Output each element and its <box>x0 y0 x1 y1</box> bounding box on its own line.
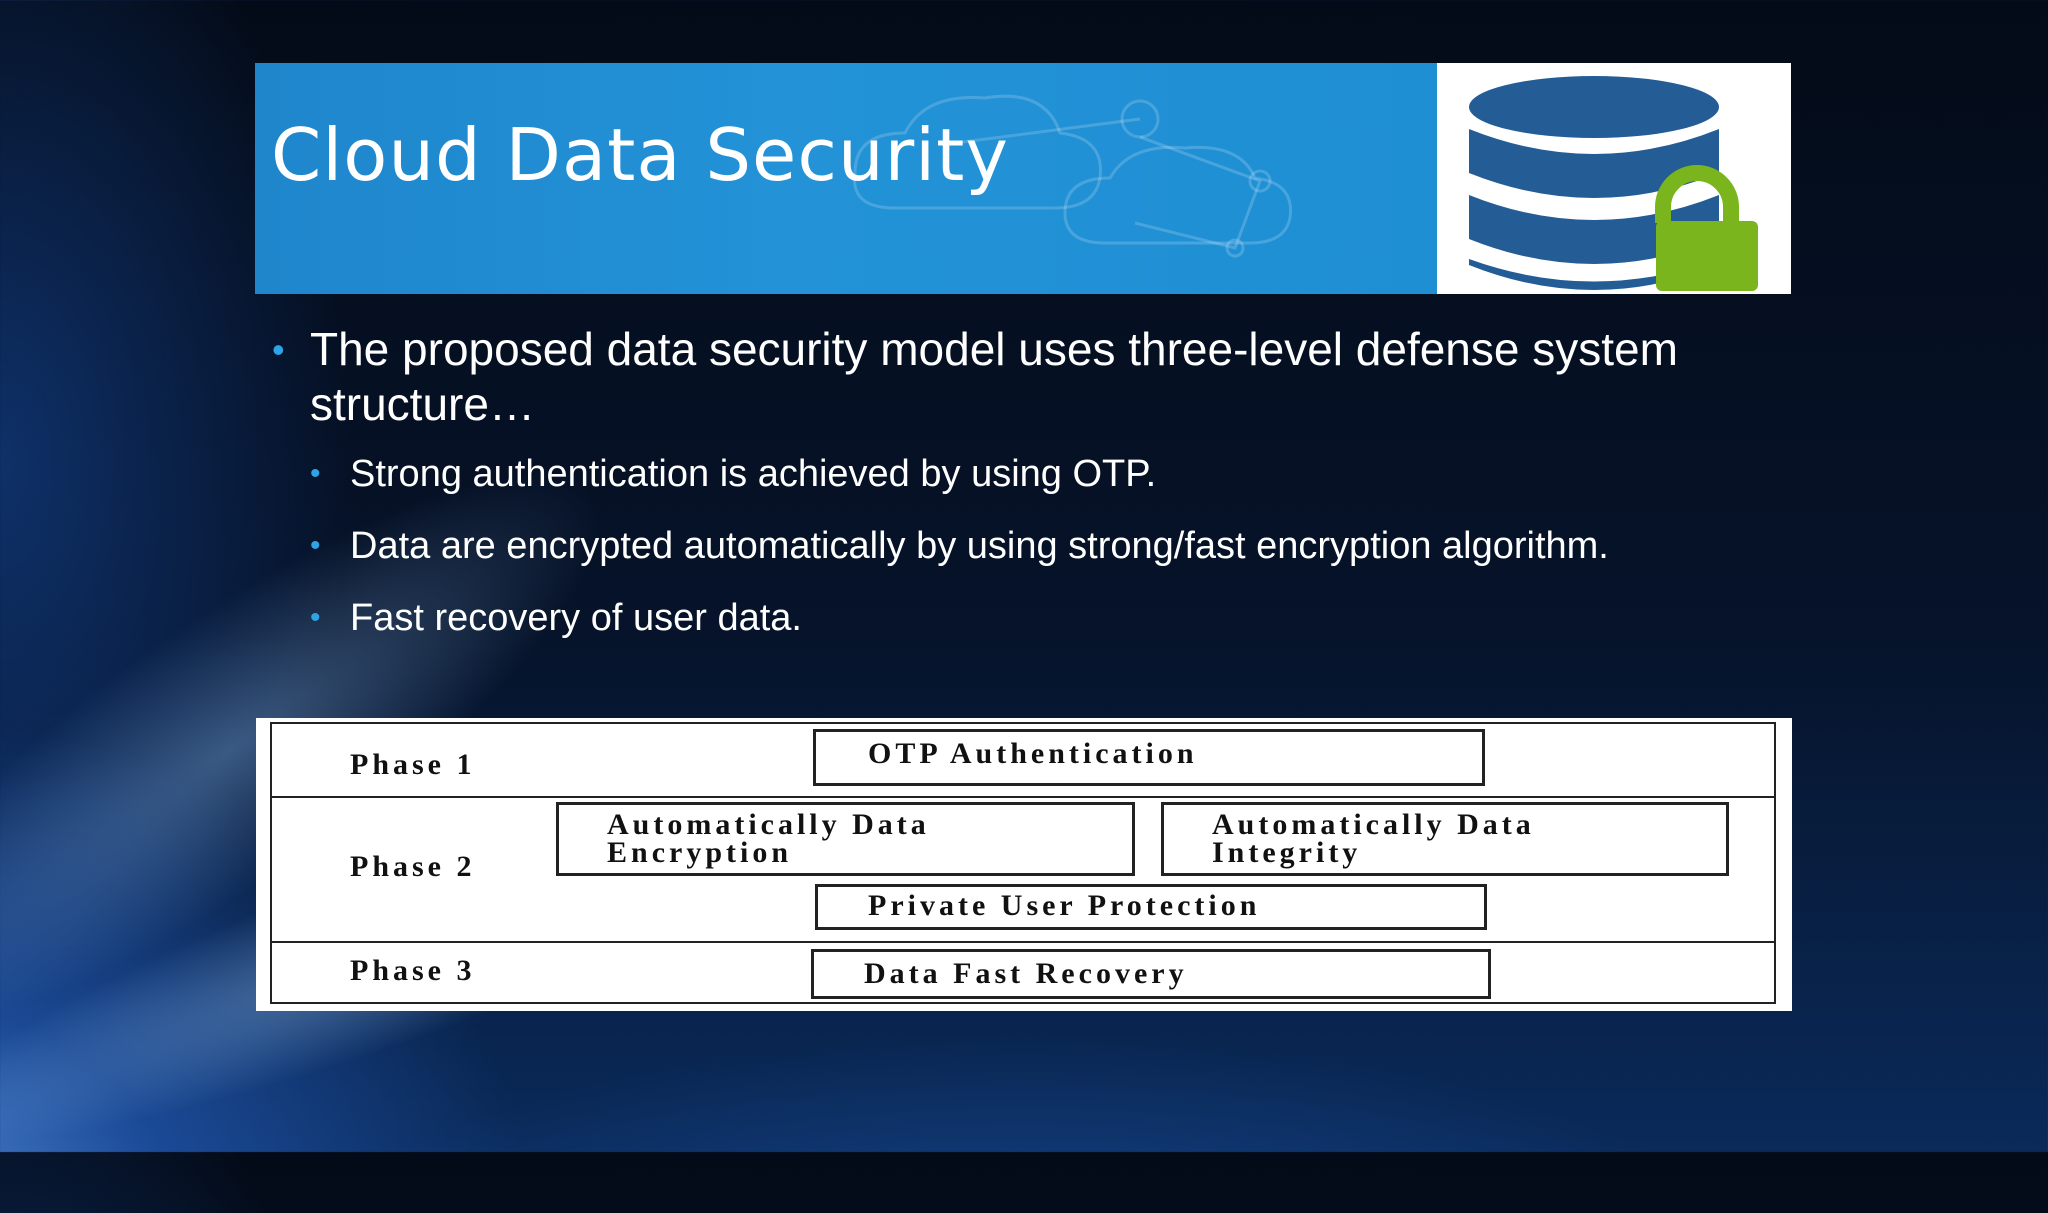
database-lock-icon-box <box>1437 63 1791 294</box>
phase-diagram: Phase 1 OTP Authentication Phase 2 Autom… <box>256 718 1792 1011</box>
otp-authentication-box: OTP Authentication <box>813 729 1485 786</box>
bullet-dot: • <box>310 529 321 562</box>
database-lock-icon <box>1469 76 1758 291</box>
phase-2-label: Phase 2 <box>350 850 476 883</box>
sub-bullet-item: • Data are encrypted automatically by us… <box>310 522 1770 570</box>
bullet-dot: • <box>310 601 321 634</box>
title-banner: Cloud Data Security <box>255 63 1437 294</box>
phase-divider <box>272 796 1774 798</box>
lock-icon <box>1655 165 1758 291</box>
bullet-item: • The proposed data security model uses … <box>270 322 1770 432</box>
data-encryption-box: Automatically Data Encryption <box>556 802 1135 876</box>
sub-bullet-item: • Strong authentication is achieved by u… <box>310 450 1770 498</box>
phase-3-label: Phase 3 <box>350 954 476 987</box>
phase-divider <box>272 941 1774 943</box>
bullet-text: Data are encrypted automatically by usin… <box>350 525 1609 567</box>
private-user-protection-box: Private User Protection <box>815 884 1487 930</box>
data-integrity-box: Automatically Data Integrity <box>1161 802 1729 876</box>
data-fast-recovery-box: Data Fast Recovery <box>811 949 1491 999</box>
bullet-list: • The proposed data security model uses … <box>270 322 1770 642</box>
sub-bullet-item: • Fast recovery of user data. <box>310 594 1770 642</box>
phase-1-label: Phase 1 <box>350 748 476 781</box>
cloud-network-watermark <box>853 94 1293 258</box>
bullet-dot: • <box>272 329 285 370</box>
bullet-text: Strong authentication is achieved by usi… <box>350 453 1157 495</box>
phase-diagram-frame: Phase 1 OTP Authentication Phase 2 Autom… <box>270 722 1776 1004</box>
bullet-text: Fast recovery of user data. <box>350 597 802 639</box>
bullet-dot: • <box>310 457 321 490</box>
bullet-text: The proposed data security model uses th… <box>310 323 1678 430</box>
slide-title: Cloud Data Security <box>271 113 1010 197</box>
